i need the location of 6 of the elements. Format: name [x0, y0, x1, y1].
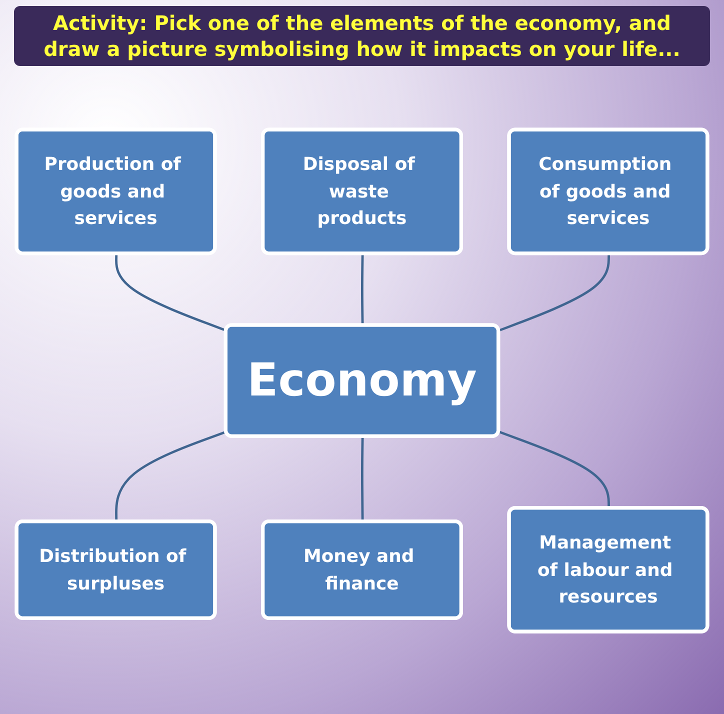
connector	[361, 437, 364, 522]
title: Activity: Pick one of the elements of the economy, and draw a picture symbolising how it impacts on your life...	[14, 6, 710, 66]
connector	[115, 431, 227, 522]
connector	[115, 254, 227, 332]
connector	[498, 431, 610, 509]
connector	[498, 254, 610, 332]
